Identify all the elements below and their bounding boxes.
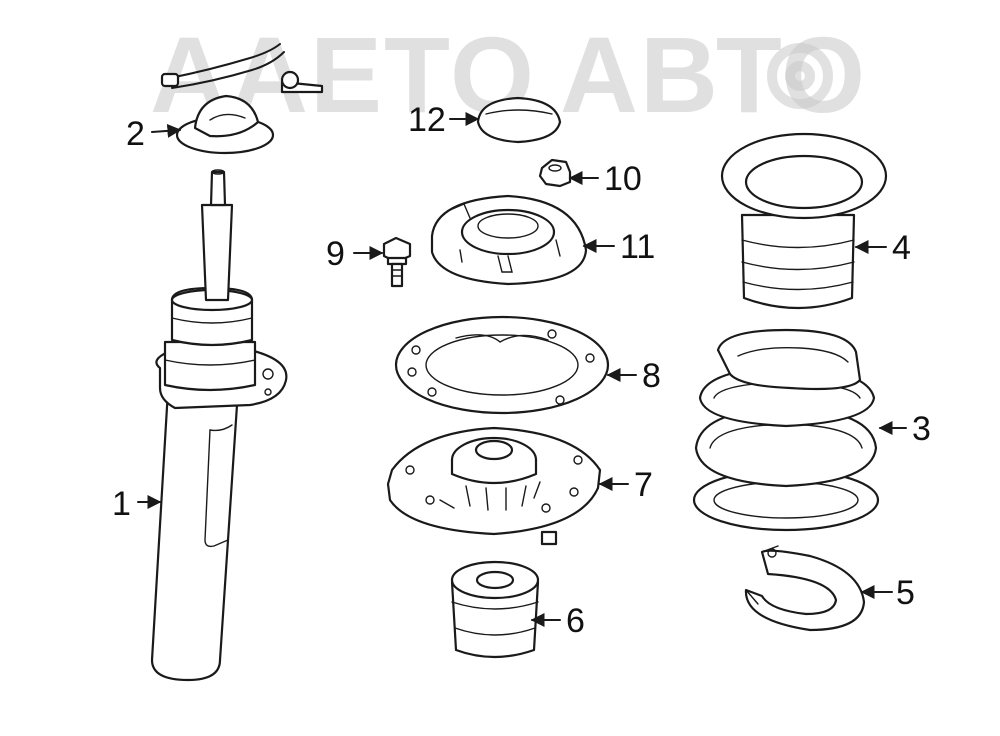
callout-4: 4 <box>892 229 911 267</box>
callout-7: 7 <box>634 466 653 504</box>
callout-8: 8 <box>642 357 661 395</box>
callout-9: 9 <box>326 235 345 273</box>
part-12-cap <box>476 96 562 144</box>
part-11-upper-mount <box>430 194 588 286</box>
callout-12: 12 <box>408 101 446 139</box>
part-6-bump-stop <box>450 560 540 659</box>
part-1-strut <box>150 169 288 682</box>
part-10-nut <box>538 158 572 188</box>
callout-3: 3 <box>912 410 931 448</box>
callout-labels: 1 2 3 4 5 6 7 8 9 10 11 12 <box>112 101 931 640</box>
part-7-mount-plate <box>386 426 602 546</box>
callout-5: 5 <box>896 574 915 612</box>
callout-2: 2 <box>126 115 145 153</box>
callout-1: 1 <box>112 485 131 523</box>
callout-11: 11 <box>620 228 655 266</box>
callout-leaders <box>137 112 907 627</box>
part-9-bolt <box>382 236 412 288</box>
callout-10: 10 <box>604 160 642 198</box>
part-5-spring-seat <box>744 545 866 632</box>
watermark-text-right: АВТО <box>560 14 867 135</box>
part-4-dust-boot <box>720 132 888 310</box>
part-8-gasket <box>394 315 610 415</box>
part-3-coil-spring <box>692 328 880 532</box>
watermark-gear-icon <box>767 43 833 109</box>
callout-6: 6 <box>566 602 585 640</box>
leader-2 <box>151 123 182 138</box>
